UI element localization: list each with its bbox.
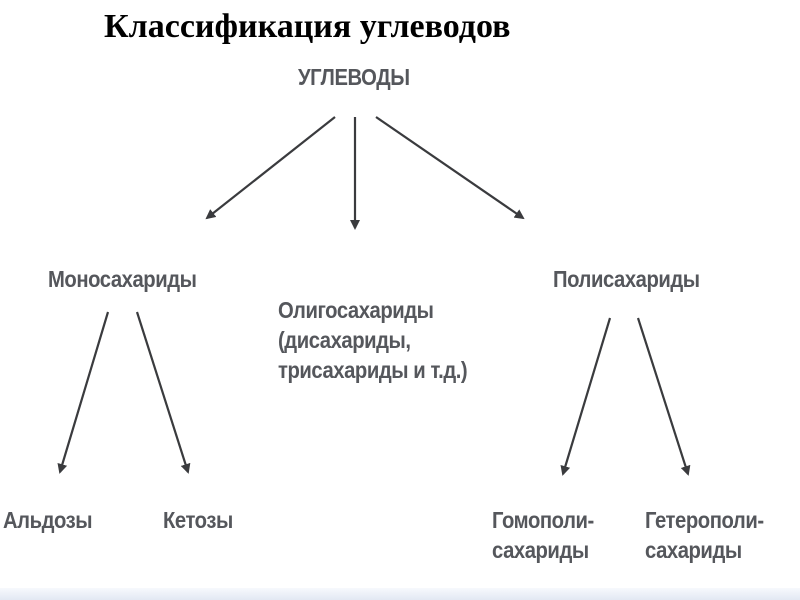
arrow-to-ketoses xyxy=(135,311,191,474)
oligosaccharides-line-3: трисахариды и т.д.) xyxy=(278,357,468,383)
arrow-to-aldoses xyxy=(57,311,110,474)
arrow-to-homopolysaccharides xyxy=(560,317,612,476)
node-heteropolysaccharides: Гетерополи- сахариды xyxy=(645,505,764,565)
node-monosaccharides: Моносахариды xyxy=(48,266,197,292)
arrow-to-heteropolysaccharides xyxy=(636,317,691,476)
homopolysaccharides-line-1: Гомополи- xyxy=(492,507,594,533)
homopolysaccharides-line-2: сахариды xyxy=(492,537,589,563)
arrow-to-polysaccharides xyxy=(375,116,525,220)
node-ketoses: Кетозы xyxy=(163,507,233,533)
heteropolysaccharides-line-1: Гетерополи- xyxy=(645,507,764,533)
oligosaccharides-line-2: (дисахариды, xyxy=(278,327,411,353)
node-aldoses: Альдозы xyxy=(3,507,93,533)
heteropolysaccharides-line-2: сахариды xyxy=(645,537,742,563)
arrow-to-monosaccharides xyxy=(205,116,336,220)
node-homopolysaccharides: Гомополи- сахариды xyxy=(492,505,594,565)
node-oligosaccharides: Олигосахариды (дисахариды, трисахариды и… xyxy=(278,295,468,385)
node-polysaccharides: Полисахариды xyxy=(553,266,700,292)
node-carbohydrates: УГЛЕВОДЫ xyxy=(298,64,410,90)
bottom-strip xyxy=(0,588,800,600)
slide-title: Классификация углеводов xyxy=(104,8,511,45)
oligosaccharides-line-1: Олигосахариды xyxy=(278,297,434,323)
